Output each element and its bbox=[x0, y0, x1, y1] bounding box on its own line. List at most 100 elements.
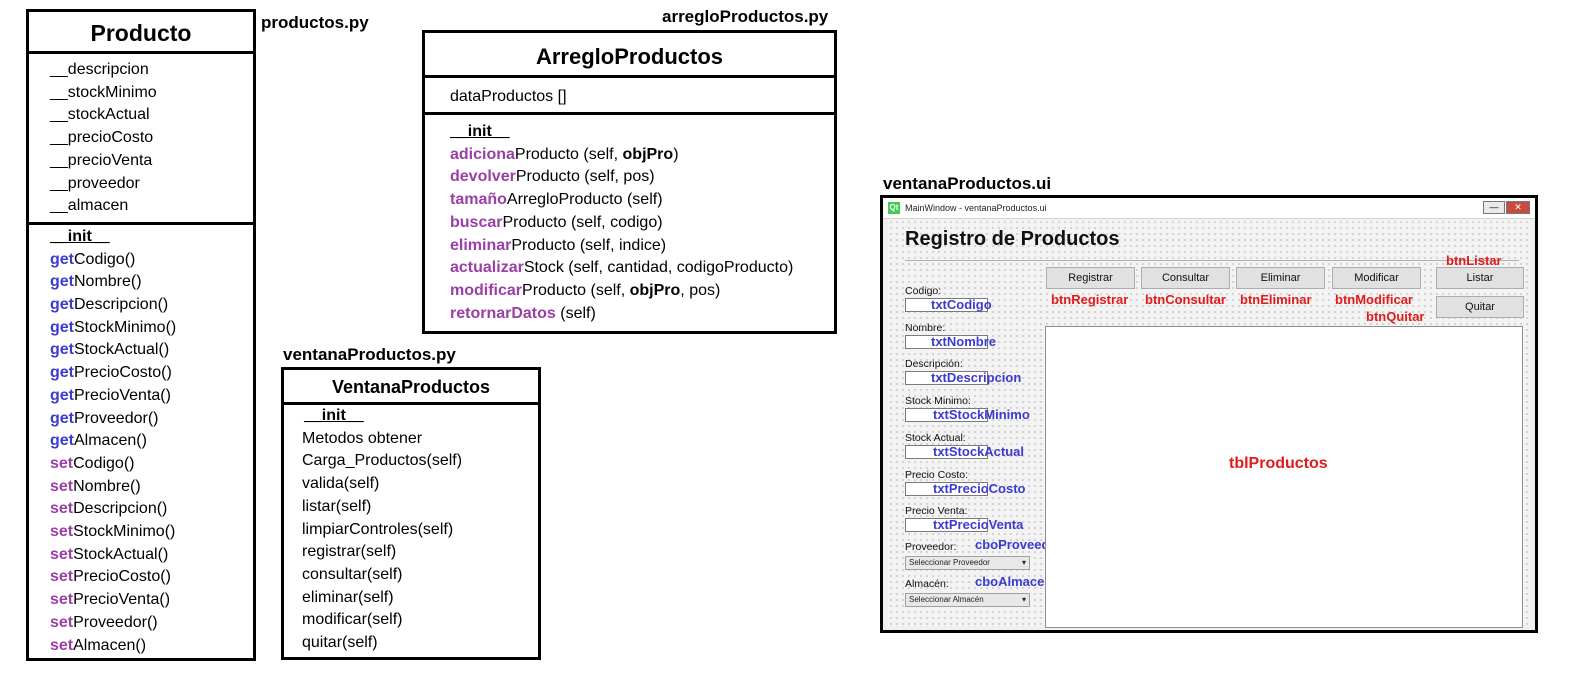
field-label: Stock Minimo: bbox=[905, 395, 971, 408]
ventana-method: limpiarControles(self) bbox=[302, 520, 454, 538]
widget-annotation-txtNombre: txtNombre bbox=[931, 333, 997, 349]
ventana-method: Metodos obtener bbox=[302, 429, 423, 447]
method-name: Codigo() bbox=[73, 454, 135, 472]
producto-method: getCodigo() bbox=[50, 249, 253, 272]
producto-attribute: __precioCosto bbox=[50, 129, 154, 147]
arreglo-methods: __init__ adicionaProducto (self, objPro)… bbox=[425, 115, 834, 325]
method-rest: Producto (self, codigo) bbox=[502, 213, 663, 231]
method-rest: ArregloProducto (self) bbox=[506, 191, 663, 209]
chevron-down-icon: ▾ bbox=[1021, 594, 1026, 604]
method-name: PrecioCosto() bbox=[73, 568, 171, 586]
field-input-txtCodigo[interactable] bbox=[905, 298, 988, 312]
combo-cboAlmacen[interactable]: Seleccionar Almacén▾ bbox=[905, 592, 1030, 607]
button-btnQuitar[interactable]: Quitar bbox=[1436, 296, 1524, 318]
producto-method: getAlmacen() bbox=[50, 430, 253, 453]
products-table[interactable] bbox=[1045, 326, 1523, 628]
method-prefix: get bbox=[50, 341, 74, 359]
method-prefix: devolver bbox=[450, 168, 516, 186]
arreglo-method: modificarProducto (self, objPro, pos) bbox=[450, 280, 834, 303]
widget-annotation-btnEliminar: btnEliminar bbox=[1240, 292, 1312, 307]
ventana-class-box: VentanaProductos __init__ Metodos obtene… bbox=[281, 367, 541, 660]
method-prefix: set bbox=[50, 523, 74, 541]
method-prefix: set bbox=[50, 500, 74, 518]
producto-method: getNombre() bbox=[50, 271, 253, 294]
ventana-method: eliminar(self) bbox=[302, 588, 394, 606]
field-input-txtDescripcion[interactable] bbox=[905, 371, 988, 386]
method-name: Proveedor() bbox=[73, 613, 158, 631]
producto-attributes: __descripcion__stockMinimo__stockActual_… bbox=[29, 54, 253, 225]
producto-method: getDescripcion() bbox=[50, 294, 253, 317]
qt-main-window: Qt MainWindow - ventanaProductos.ui — ✕ … bbox=[880, 195, 1538, 633]
method-name: Almacen() bbox=[73, 636, 147, 654]
method-param-bold: objPro bbox=[629, 281, 681, 299]
window-title: MainWindow - ventanaProductos.ui bbox=[905, 203, 1047, 213]
button-btnModificar[interactable]: Modificar bbox=[1332, 267, 1421, 289]
button-btnConsultar[interactable]: Consultar bbox=[1141, 267, 1230, 289]
field-label: Precio Costo: bbox=[905, 468, 969, 481]
field-input-txtNombre[interactable] bbox=[905, 334, 988, 349]
producto-init: __init__ bbox=[50, 227, 110, 245]
method-tail: ) bbox=[673, 145, 679, 163]
window-titlebar: Qt MainWindow - ventanaProductos.ui — ✕ bbox=[883, 198, 1535, 219]
producto-method: setNombre() bbox=[50, 476, 253, 499]
ventana-method: consultar(self) bbox=[302, 565, 403, 583]
method-prefix: set bbox=[50, 568, 74, 586]
producto-method: setCodigo() bbox=[50, 453, 253, 476]
combo-cboProveedor[interactable]: Seleccionar Proveedor▾ bbox=[905, 556, 1030, 570]
field-input-txtPrecioCosto[interactable] bbox=[905, 481, 988, 496]
file-label-arreglo: arregloProductos.py bbox=[662, 7, 829, 26]
producto-method: getStockActual() bbox=[50, 339, 253, 362]
widget-annotation-txtStockActual: txtStockActual bbox=[933, 443, 1025, 459]
qt-logo-icon: Qt bbox=[888, 202, 900, 214]
ventana-init: __init__ bbox=[304, 407, 364, 424]
method-prefix: adiciona bbox=[450, 145, 515, 163]
method-prefix: set bbox=[50, 477, 74, 495]
method-name: PrecioCosto() bbox=[74, 364, 172, 382]
method-rest: Producto (self, bbox=[522, 281, 630, 299]
field-input-txtStockActual[interactable] bbox=[905, 444, 988, 459]
method-name: PrecioVenta() bbox=[74, 386, 171, 404]
widget-annotation-btnConsultar: btnConsultar bbox=[1145, 292, 1226, 307]
producto-class-box: Producto __descripcion__stockMinimo__sto… bbox=[26, 9, 256, 661]
producto-method: getProveedor() bbox=[50, 408, 253, 431]
method-prefix: modificar bbox=[450, 281, 523, 299]
method-prefix: get bbox=[50, 296, 74, 314]
method-prefix: buscar bbox=[450, 213, 503, 231]
field-label: Descripción: bbox=[905, 358, 963, 371]
method-tail: , pos) bbox=[680, 281, 721, 299]
method-prefix: actualizar bbox=[450, 259, 524, 277]
arreglo-method: eliminarProducto (self, indice) bbox=[450, 235, 834, 258]
method-prefix: get bbox=[50, 409, 74, 427]
field-label: Precio Venta: bbox=[905, 505, 968, 518]
button-btnListar[interactable]: Listar bbox=[1436, 267, 1524, 289]
method-name: Descripcion() bbox=[74, 296, 169, 314]
method-name: StockMinimo() bbox=[73, 523, 176, 541]
widget-annotation-btnListar: btnListar bbox=[1446, 253, 1502, 268]
minimize-icon[interactable]: — bbox=[1483, 201, 1505, 214]
ventana-method: Carga_Productos(self) bbox=[302, 452, 463, 470]
method-name: Nombre() bbox=[73, 477, 141, 495]
close-icon[interactable]: ✕ bbox=[1506, 201, 1530, 214]
combo-label: Proveedor: bbox=[905, 541, 957, 553]
arreglo-method: devolverProducto (self, pos) bbox=[450, 166, 834, 189]
producto-class-title: Producto bbox=[29, 12, 253, 54]
file-label-ventana-ui: ventanaProductos.ui bbox=[883, 174, 1052, 193]
combo-label: Almacén: bbox=[905, 577, 949, 590]
field-input-txtPrecioVenta[interactable] bbox=[905, 518, 988, 533]
producto-method: getPrecioVenta() bbox=[50, 385, 253, 408]
combo-value: Seleccionar Proveedor bbox=[909, 558, 990, 567]
tbl-productos-annotation: tblProductos bbox=[1229, 455, 1328, 472]
field-label: Nombre: bbox=[905, 321, 946, 334]
field-input-txtStockMinimo[interactable] bbox=[905, 408, 988, 423]
method-prefix: set bbox=[50, 613, 74, 631]
arreglo-method: buscarProducto (self, codigo) bbox=[450, 212, 834, 235]
method-name: PrecioVenta() bbox=[73, 591, 171, 609]
producto-method: setStockMinimo() bbox=[50, 521, 253, 544]
arreglo-method: actualizarStock (self, cantidad, codigoP… bbox=[450, 257, 834, 280]
method-rest: Producto (self, bbox=[514, 145, 623, 163]
button-btnEliminar[interactable]: Eliminar bbox=[1236, 267, 1325, 289]
button-btnRegistrar[interactable]: Registrar bbox=[1046, 267, 1135, 289]
widget-annotation-btnRegistrar: btnRegistrar bbox=[1051, 292, 1129, 307]
arreglo-attributes: dataProductos [] bbox=[425, 78, 834, 115]
method-name: Proveedor() bbox=[74, 409, 159, 427]
